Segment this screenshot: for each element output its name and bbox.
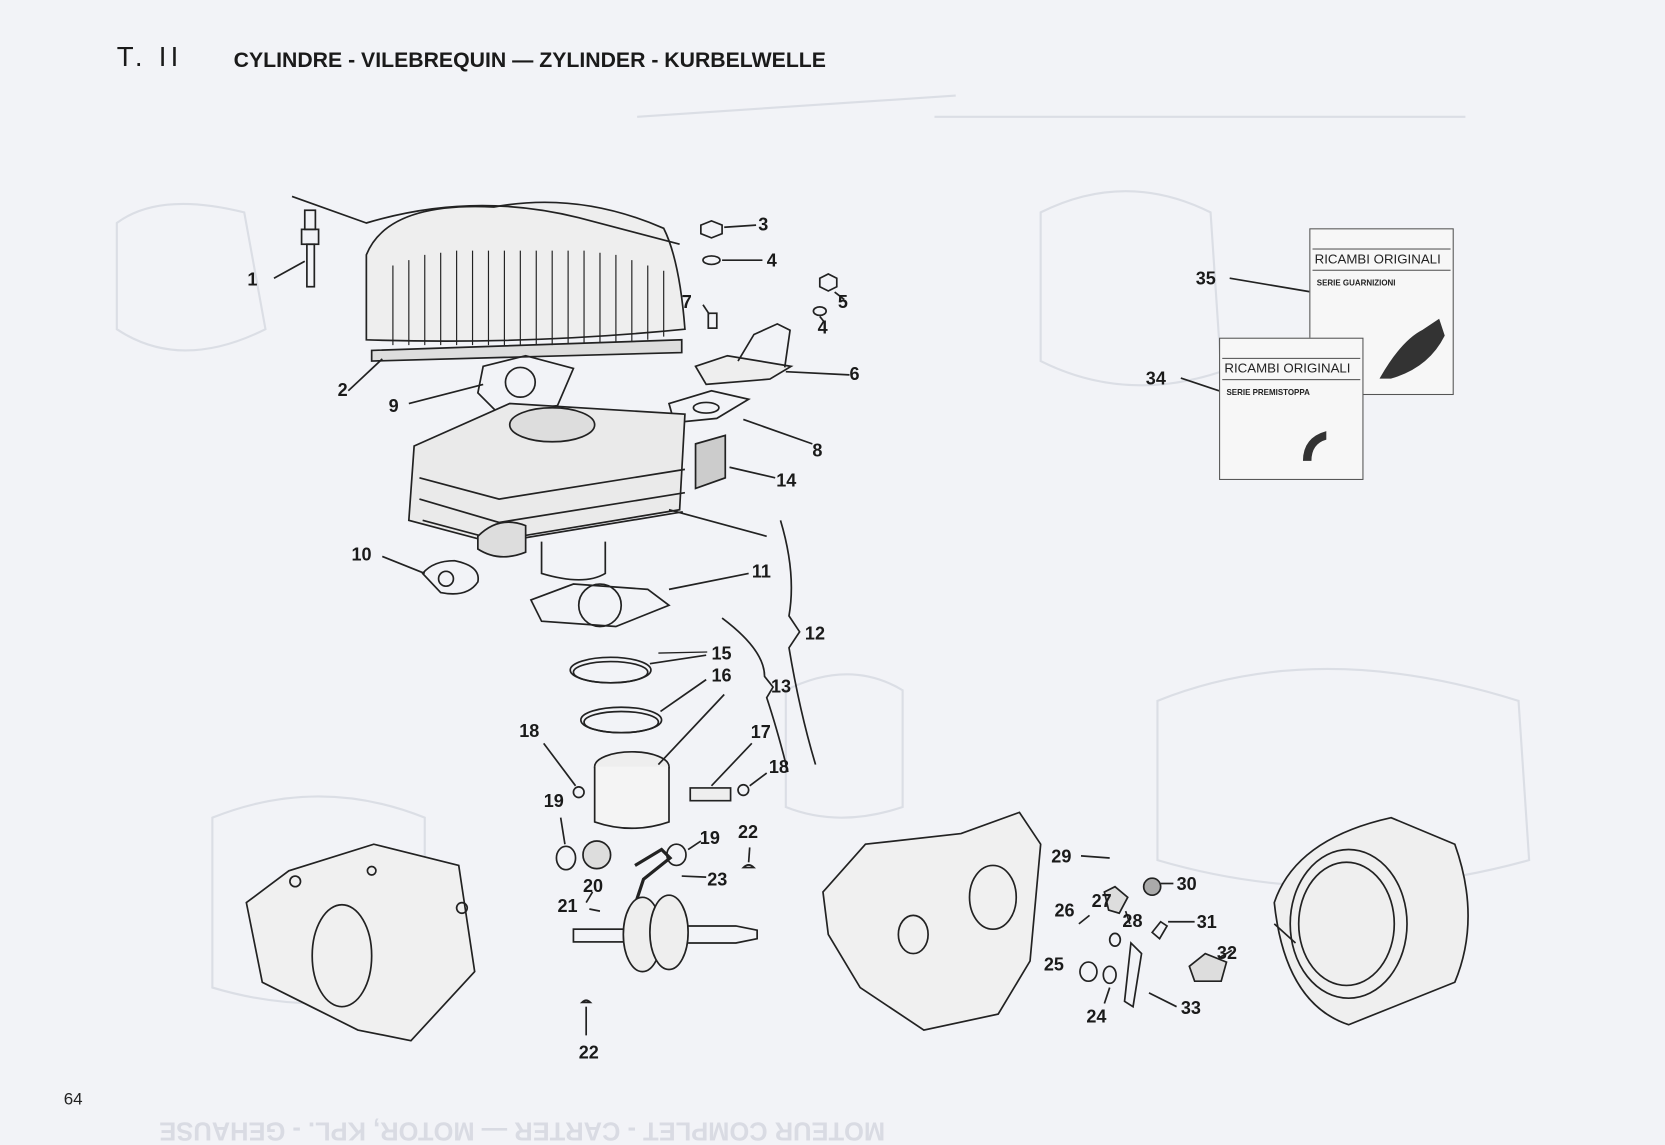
spark-plug xyxy=(273,209,320,288)
callout-24: 24 xyxy=(1086,1006,1107,1027)
callout-23: 23 xyxy=(707,869,728,890)
callout-21: 21 xyxy=(557,896,578,917)
callout-10: 10 xyxy=(351,544,372,565)
callout-28: 28 xyxy=(1122,911,1143,932)
package-brand: RICAMBI ORIGINALI xyxy=(1222,357,1361,381)
callout-18: 18 xyxy=(519,721,540,742)
callout-15: 15 xyxy=(711,643,732,664)
exhaust-gasket xyxy=(381,555,480,595)
bracket-12 xyxy=(779,520,817,765)
cylinder xyxy=(407,402,767,581)
callout-32: 32 xyxy=(1216,942,1238,964)
piston-rings xyxy=(569,654,707,734)
callout-6: 6 xyxy=(849,364,860,385)
callout-19: 19 xyxy=(543,791,564,812)
callout-17: 17 xyxy=(750,722,771,743)
callout-4: 4 xyxy=(766,250,777,271)
callout-19b: 19 xyxy=(699,828,720,849)
callout-5: 5 xyxy=(837,292,848,313)
callout-35: 35 xyxy=(1195,268,1216,289)
circlips xyxy=(543,742,768,799)
small-parts-right xyxy=(1078,855,1233,1009)
callout-16: 16 xyxy=(711,665,732,686)
callout-11: 11 xyxy=(751,561,771,582)
crankcase-right xyxy=(822,811,1042,1031)
callout-18b: 18 xyxy=(768,757,789,778)
callout-26: 26 xyxy=(1054,900,1075,921)
callout-27: 27 xyxy=(1091,890,1112,912)
callout-22: 22 xyxy=(738,821,759,843)
piston-pin xyxy=(689,742,753,802)
oil-seal-set-package: RICAMBI ORIGINALI SERIE PREMISTOPPA xyxy=(1219,337,1364,480)
piston xyxy=(593,693,725,830)
woodruff-keys xyxy=(579,847,757,1036)
callout-34: 34 xyxy=(1145,368,1166,389)
callout-8: 8 xyxy=(812,440,823,461)
callout-20: 20 xyxy=(582,876,604,897)
crankcase-left xyxy=(245,843,476,1042)
leader-lines xyxy=(658,651,708,654)
callout-22b: 22 xyxy=(578,1042,599,1063)
callout-7: 7 xyxy=(681,292,692,313)
package-series: SERIE PREMISTOPPA xyxy=(1226,387,1310,398)
callout-3: 3 xyxy=(758,214,769,235)
callout-1: 1 xyxy=(247,269,258,290)
callout-12: 12 xyxy=(804,623,826,644)
bracket-13 xyxy=(721,617,789,773)
package-series: SERIE GUARNIZIONI xyxy=(1316,278,1396,288)
leader-35 xyxy=(1229,277,1312,293)
page-number: 64 xyxy=(63,1090,83,1109)
flywheel-cover xyxy=(1273,816,1469,1026)
callout-25: 25 xyxy=(1043,954,1064,975)
callout-14: 14 xyxy=(776,470,797,491)
intake-manifold xyxy=(694,322,850,386)
table-number: T. II xyxy=(116,40,183,73)
callout-2: 2 xyxy=(337,380,348,401)
crankshaft xyxy=(572,847,758,973)
callout-30: 30 xyxy=(1176,873,1197,895)
cylinder-head xyxy=(291,195,686,392)
base-gasket xyxy=(529,572,749,628)
callout-31: 31 xyxy=(1196,912,1217,933)
manifold-gasket xyxy=(667,389,813,445)
nuts-washers xyxy=(700,219,845,329)
callout-4b: 4 xyxy=(817,317,828,338)
callout-33: 33 xyxy=(1180,998,1201,1019)
package-brand: RICAMBI ORIGINALI xyxy=(1312,248,1451,271)
page-title: CYLINDRE - VILEBREQUIN — ZYLINDER - KURB… xyxy=(233,48,826,73)
callout-9: 9 xyxy=(388,396,399,417)
callout-13: 13 xyxy=(770,676,792,697)
reed-block xyxy=(694,434,776,490)
leader-34 xyxy=(1180,377,1220,392)
callout-29: 29 xyxy=(1051,846,1072,867)
